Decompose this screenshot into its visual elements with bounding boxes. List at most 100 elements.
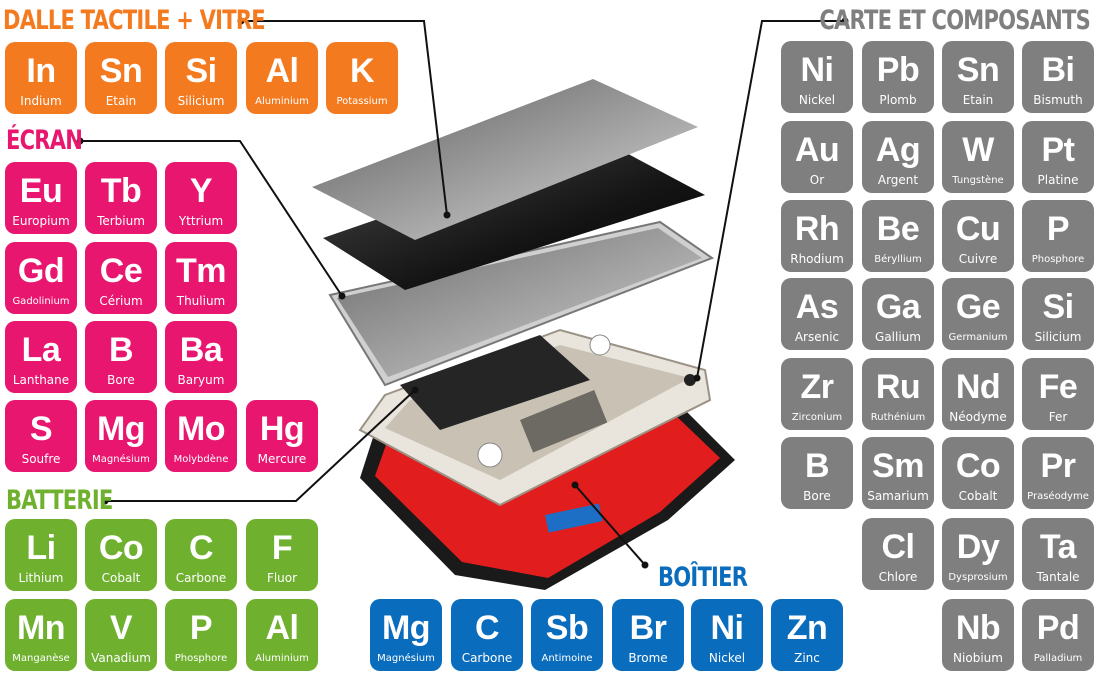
element-symbol: Sb [545,609,589,647]
element-name: Aluminium [255,653,309,664]
element-name: Arsenic [794,330,840,344]
leader-line-battery [105,389,416,502]
element-name: Etain [105,94,137,108]
element-name: Plomb [879,93,917,107]
element-name: Nickel [708,651,746,665]
element-symbol: V [109,609,133,647]
case-heading: BOÎTIER [658,562,748,593]
element-name: Fer [1048,410,1068,424]
element-name: Terbium [97,214,145,228]
element-name: Ruthénium [870,412,926,423]
element-name: Tungstène [952,175,1004,186]
element-name: Zinc [794,651,820,665]
element-name: Cérium [99,294,143,308]
element-symbol: Zr [800,368,835,406]
leader-line-screen [80,140,343,297]
element-name: Bore [803,489,831,503]
element-symbol: Cl [881,528,916,566]
element-name: Rhodium [790,252,844,266]
element-name: Carbone [175,571,227,585]
element-symbol: Ru [875,368,921,406]
element-symbol: P [189,609,213,647]
element-symbol: Eu [19,172,63,210]
element-symbol: Ge [955,288,1001,326]
element-name: Chlore [878,570,918,584]
element-name: Mercure [257,452,307,466]
element-name: Manganèse [12,653,70,664]
element-name: Béryllium [874,254,922,265]
element-symbol: Be [876,210,920,248]
element-symbol: Y [189,172,213,210]
leader-line-case [574,484,646,566]
element-name: Magnésium [92,454,150,465]
element-name: Antimoine [541,653,593,664]
element-symbol: Pr [1040,447,1076,485]
element-name: Praséodyme [1027,491,1089,502]
battery-element-tile: P Phosphore [165,599,237,671]
element-symbol: W [962,131,994,169]
screen-heading: ÉCRAN [6,125,83,156]
leader-line-board [696,20,845,379]
element-name: Cobalt [958,489,998,503]
element-symbol: Dy [956,528,1000,566]
element-symbol: B [804,447,830,485]
element-name: Phosphore [174,653,228,664]
element-name: Cobalt [101,571,141,585]
element-name: Fluor [266,571,298,585]
element-name: Tantale [1036,570,1080,584]
element-name: Germanium [948,332,1008,343]
element-name: Vanadium [91,651,151,665]
element-name: Or [809,173,825,187]
element-name: Lanthane [12,373,70,387]
element-symbol: Co [955,447,1001,485]
battery-layer [400,335,590,430]
element-name: Europium [12,214,70,228]
element-symbol: Mg [381,609,431,647]
element-symbol: Ga [875,288,921,326]
glass-layer [312,79,698,240]
element-symbol: S [29,410,53,448]
element-symbol: C [474,609,500,647]
element-name: Silicium [177,94,225,108]
element-symbol: Br [629,609,667,647]
element-symbol: Ta [1039,528,1077,566]
element-symbol: Mg [96,410,146,448]
board-element-tile: B Bore [781,437,853,509]
element-symbol: La [21,331,61,369]
element-symbol: Bi [1041,51,1076,89]
element-symbol: Tm [176,252,227,290]
board-heading: CARTE ET COMPOSANTS [819,5,1090,36]
